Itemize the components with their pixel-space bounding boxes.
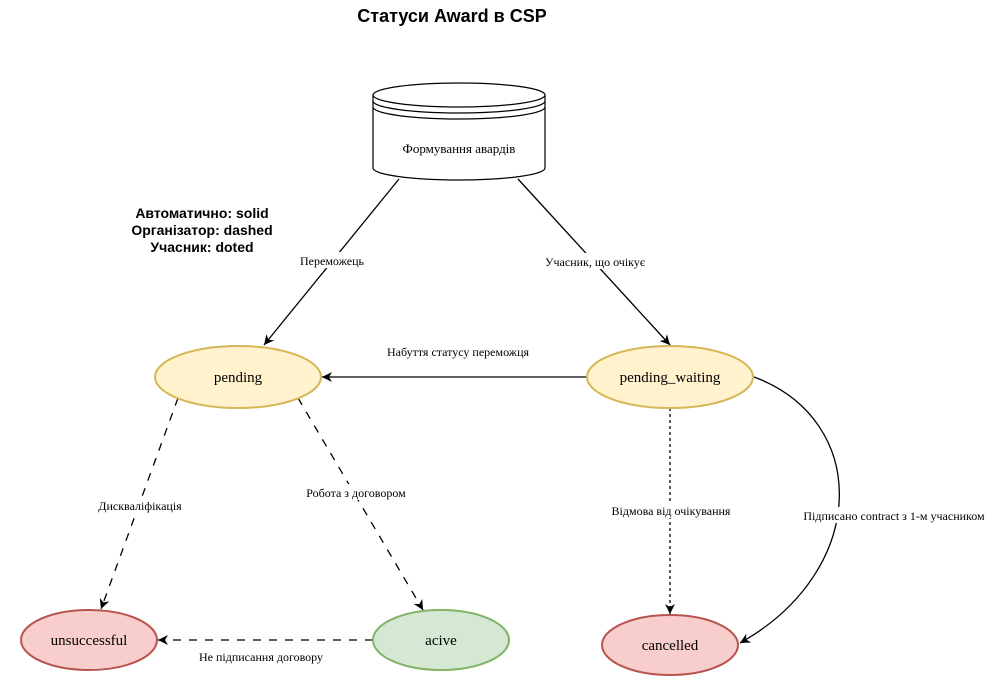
edge-label-contract-signed-first: Підписано contract з 1-м учасником [803,509,985,523]
legend-organizer: Організатор: dashed [131,222,272,238]
edge-label-contract-not-signed: Не підписання договору [199,650,323,664]
node-active[interactable]: acive [372,609,510,671]
diagram-title: Статуси Award в CSP [357,6,547,26]
edge-labels: Переможець Учасник, що очікує Набуття ст… [90,252,1000,664]
edge-label-waiting-participant: Учасник, що очікує [545,255,645,269]
legend-automatic: Автоматично: solid [135,205,268,221]
node-cancelled[interactable]: cancelled [601,614,739,676]
edge-label-become-winner: Набуття статусу переможця [387,345,530,359]
node-cancelled-label: cancelled [642,638,699,654]
line-style-legend: Автоматично: solid Організатор: dashed У… [131,205,272,255]
node-pending-label: pending [214,370,263,386]
node-active-label: acive [425,633,457,649]
node-unsuccessful-label: unsuccessful [51,633,128,649]
edge-pending-waiting-to-cancelled-contract[interactable] [739,376,840,644]
edge-label-refusal-waiting: Відмова від очікування [612,504,731,518]
node-pending-waiting-label: pending_waiting [620,370,721,386]
node-pending[interactable]: pending [154,345,322,409]
node-unsuccessful[interactable]: unsuccessful [20,609,158,671]
node-award-formation-label: Формування авардів [403,141,516,156]
edge-label-disqualification: Дискваліфікація [98,499,182,513]
node-award-formation[interactable]: Формування авардів [372,82,546,181]
edge-label-contract-work: Робота з договором [306,486,406,500]
edge-label-winner: Переможець [300,254,364,268]
edge-pending-to-active[interactable] [297,397,424,611]
legend-participant: Учасник: doted [150,239,253,255]
node-pending-waiting[interactable]: pending_waiting [586,345,754,409]
